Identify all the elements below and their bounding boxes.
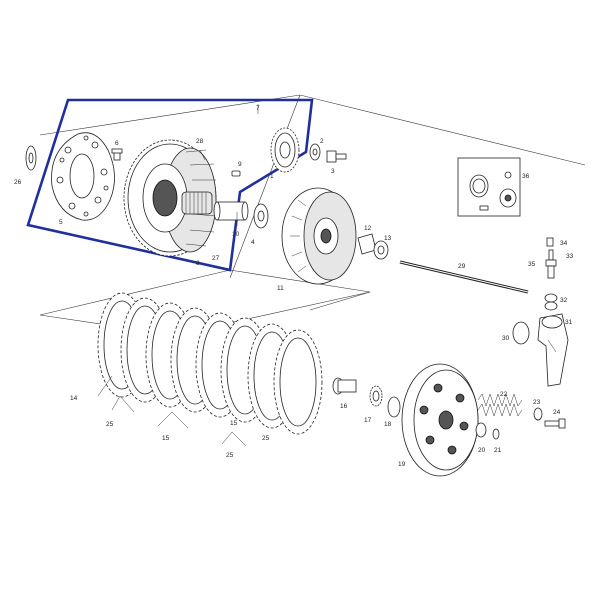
label-11: 11 xyxy=(277,285,284,292)
label-34: 34 xyxy=(560,240,568,247)
label-31: 31 xyxy=(565,319,573,326)
label-23: 23 xyxy=(533,399,541,406)
o-ring-30[interactable] xyxy=(512,321,530,345)
label-13: 13 xyxy=(384,235,392,242)
washer-4[interactable] xyxy=(253,203,269,229)
bearing-17[interactable] xyxy=(369,385,383,407)
label-4: 4 xyxy=(251,239,255,246)
part-labels: 26 5 6 7 28 9 1 2 3 10 4 27 8 11 12 13 2… xyxy=(14,105,574,468)
label-17: 17 xyxy=(364,417,372,424)
washer-26[interactable] xyxy=(25,145,37,171)
label-29: 29 xyxy=(458,263,466,270)
label-14: 14 xyxy=(70,395,78,402)
o-ring-32[interactable] xyxy=(544,293,558,311)
nut-3[interactable] xyxy=(326,150,347,163)
needle-bearing-27[interactable] xyxy=(181,191,213,215)
label-26: 26 xyxy=(14,179,22,186)
label-3: 3 xyxy=(331,168,335,175)
seal-kit-36[interactable] xyxy=(457,157,521,217)
label-2: 2 xyxy=(320,138,324,145)
label-12: 12 xyxy=(364,225,372,232)
clutch-basket-28[interactable] xyxy=(123,139,217,257)
label-20: 20 xyxy=(478,447,486,454)
washer-23[interactable] xyxy=(533,407,543,421)
label-1: 1 xyxy=(270,173,274,180)
label-33: 33 xyxy=(566,253,574,260)
bleed-screw-assembly-35[interactable] xyxy=(545,237,557,279)
label-9: 9 xyxy=(238,161,242,168)
label-22: 22 xyxy=(500,391,508,398)
label-25b: 25 xyxy=(226,452,234,459)
label-16: 16 xyxy=(340,403,348,410)
release-pin-16[interactable] xyxy=(332,377,357,395)
slave-cylinder-31[interactable] xyxy=(537,313,569,387)
label-19: 19 xyxy=(398,461,406,468)
label-6: 6 xyxy=(115,140,119,147)
label-18: 18 xyxy=(384,421,392,428)
label-15b: 15 xyxy=(230,420,238,427)
push-rod-29[interactable] xyxy=(399,260,529,294)
label-5: 5 xyxy=(59,219,63,226)
label-32: 32 xyxy=(560,297,568,304)
reference-frame-upper xyxy=(39,94,586,279)
label-36: 36 xyxy=(522,173,530,180)
label-15a: 15 xyxy=(162,435,170,442)
label-21: 21 xyxy=(494,447,502,454)
clutch-plate-5[interactable] xyxy=(51,132,115,221)
label-24: 24 xyxy=(553,409,561,416)
clutch-hub-11[interactable] xyxy=(281,187,357,285)
washer-18[interactable] xyxy=(387,396,401,418)
label-35: 35 xyxy=(528,261,536,268)
bolt-6[interactable] xyxy=(111,148,123,161)
clutch-springs-22[interactable] xyxy=(477,393,523,417)
washer-2[interactable] xyxy=(309,143,321,161)
label-25a: 25 xyxy=(106,421,114,428)
leader-lines xyxy=(97,104,259,447)
gear-1[interactable] xyxy=(270,127,300,173)
label-30: 30 xyxy=(502,335,510,342)
bolt-24[interactable] xyxy=(544,418,566,429)
bushing-10[interactable] xyxy=(213,201,249,221)
clutch-plate-stack[interactable] xyxy=(97,292,323,435)
highlighted-assembly-outline[interactable] xyxy=(26,98,314,272)
label-7: 7 xyxy=(256,105,260,112)
pin-9[interactable] xyxy=(231,170,241,177)
nut-13[interactable] xyxy=(373,240,389,260)
label-10: 10 xyxy=(232,231,240,238)
washer-20[interactable] xyxy=(475,422,487,438)
label-8: 8 xyxy=(196,260,200,267)
label-27: 27 xyxy=(212,255,220,262)
pressure-plate-19[interactable] xyxy=(401,363,479,477)
label-25c: 25 xyxy=(262,435,270,442)
label-28: 28 xyxy=(196,138,204,145)
lock-plate-12[interactable] xyxy=(357,233,377,255)
washer-21[interactable] xyxy=(492,428,500,440)
